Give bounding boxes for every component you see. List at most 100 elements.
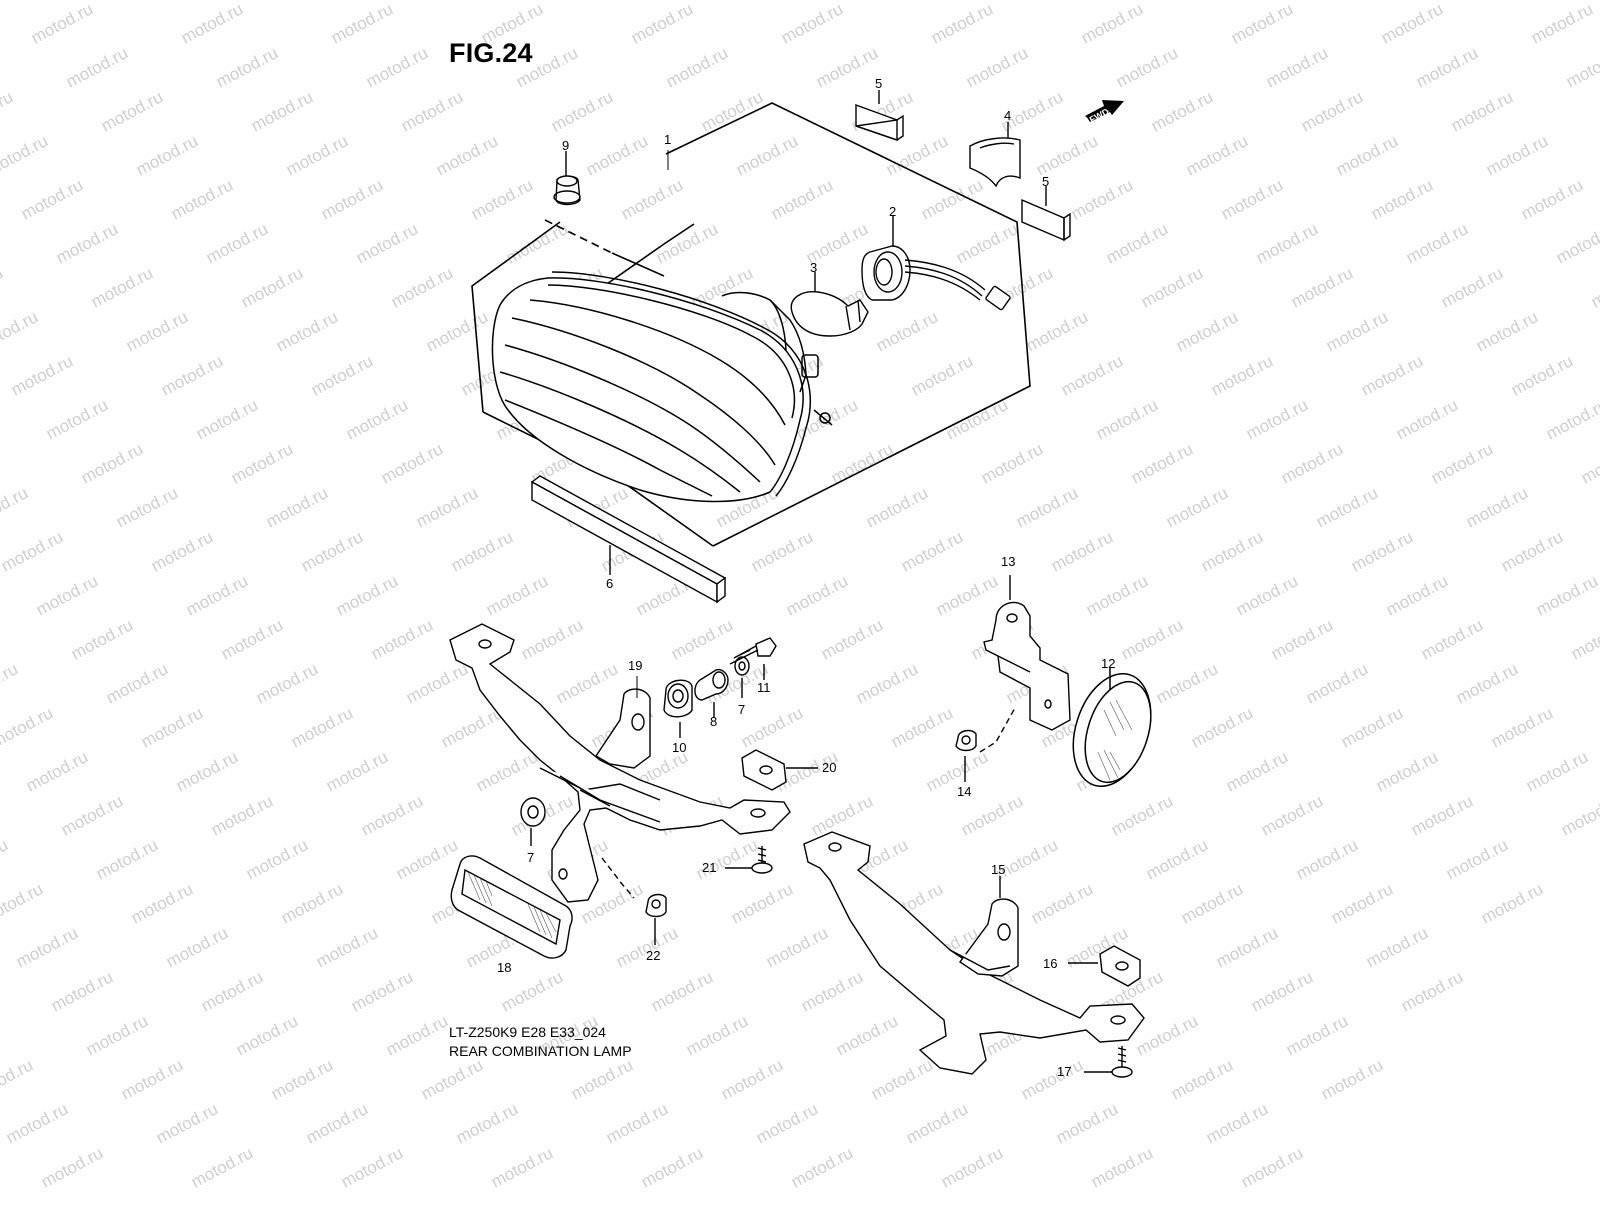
watermark-text: motod.ru: [78, 439, 146, 487]
screw-21[interactable]: [725, 846, 773, 874]
watermark-text: motod.ru: [1558, 791, 1600, 839]
screw-17[interactable]: [1084, 1046, 1133, 1078]
washer-7-upper[interactable]: [734, 656, 750, 698]
watermark-text: motod.ru: [1298, 87, 1366, 135]
watermark-text: motod.ru: [0, 263, 6, 311]
watermark-text: motod.ru: [743, 0, 811, 4]
nut-14[interactable]: [955, 705, 1017, 782]
watermark-text: motod.ru: [1143, 835, 1211, 883]
watermark-text: motod.ru: [663, 43, 731, 91]
watermark-text: motod.ru: [568, 1055, 636, 1103]
watermark-text: motod.ru: [683, 1011, 751, 1059]
watermark-text: motod.ru: [448, 527, 516, 575]
callout-19: 19: [628, 658, 642, 673]
watermark-text: motod.ru: [23, 747, 91, 795]
watermark-text: motod.ru: [1323, 307, 1391, 355]
watermark-text: motod.ru: [143, 0, 211, 4]
callout-7b: 7: [527, 850, 534, 865]
watermark-text: motod.ru: [118, 1055, 186, 1103]
watermark-text: motod.ru: [168, 175, 236, 223]
bracket-left[interactable]: [449, 623, 791, 903]
watermark-text: motod.ru: [1488, 703, 1556, 751]
clip-nut-16[interactable]: [1068, 945, 1141, 987]
tail-lamp-housing[interactable]: [491, 271, 833, 503]
figure-title: FIG.24: [449, 38, 533, 68]
watermark-text: motod.ru: [888, 703, 956, 751]
watermark-text: motod.ru: [1333, 131, 1401, 179]
nut-22[interactable]: [601, 857, 667, 945]
watermark-text: motod.ru: [418, 1055, 486, 1103]
washer-7-left[interactable]: [520, 797, 546, 846]
watermark-text: motod.ru: [768, 175, 836, 223]
watermark-text: motod.ru: [1178, 879, 1246, 927]
leader-lines: [636, 150, 669, 698]
watermark-text: motod.ru: [278, 879, 346, 927]
watermark-text: motod.ru: [1588, 263, 1600, 311]
watermark-text: motod.ru: [1213, 923, 1281, 971]
watermark-text: motod.ru: [308, 351, 376, 399]
watermark-text: motod.ru: [1218, 175, 1286, 223]
watermark-text: motod.ru: [318, 175, 386, 223]
watermark-text: motod.ru: [33, 571, 101, 619]
watermark-text: motod.ru: [1373, 747, 1441, 795]
watermark-text: motod.ru: [1443, 835, 1511, 883]
watermark-text: motod.ru: [653, 219, 721, 267]
watermark-text: motod.ru: [1018, 1055, 1086, 1103]
watermark-text: motod.ru: [128, 879, 196, 927]
reflector-12[interactable]: [1060, 664, 1164, 797]
callout-labels: 1 2 3 4 5 5 6 7 7 8 9 10 11 12 13 14 15 …: [497, 76, 1115, 1079]
watermark-text: motod.ru: [1343, 0, 1411, 4]
watermark-text: motod.ru: [1448, 87, 1516, 135]
watermark-text: motod.ru: [58, 791, 126, 839]
watermark-text: motod.ru: [173, 747, 241, 795]
watermark-text: motod.ru: [963, 43, 1031, 91]
bracket-13[interactable]: [983, 575, 1071, 731]
watermark-text: motod.ru: [1493, 0, 1561, 4]
watermark-text: motod.ru: [1058, 351, 1126, 399]
watermark-text: motod.ru: [953, 219, 1021, 267]
watermark-text: motod.ru: [68, 615, 136, 663]
watermark-text: motod.ru: [18, 175, 86, 223]
watermark-text: motod.ru: [0, 703, 56, 751]
watermark-text: motod.ru: [53, 219, 121, 267]
grommet-10[interactable]: [663, 679, 693, 738]
watermark-text: motod.ru: [1268, 615, 1336, 663]
watermark-text: motod.ru: [208, 791, 276, 839]
clip-nut-20[interactable]: [741, 749, 818, 791]
watermark-text: motod.ru: [1328, 879, 1396, 927]
watermark-text: motod.ru: [828, 439, 896, 487]
callout-11: 11: [757, 680, 771, 695]
watermark-text: motod.ru: [943, 395, 1011, 443]
callout-17: 17: [1057, 1064, 1071, 1079]
screw-11[interactable]: [729, 637, 777, 680]
watermark-text: motod.ru: [218, 615, 286, 663]
socket-wire-2[interactable]: [861, 216, 1011, 311]
watermark-text: motod.ru: [1313, 483, 1381, 531]
watermark-text: motod.ru: [1153, 659, 1221, 707]
cover-4[interactable]: [969, 122, 1021, 188]
watermark-text: motod.ru: [1093, 395, 1161, 443]
watermark-text: motod.ru: [38, 1143, 106, 1191]
grommet-9[interactable]: [553, 151, 581, 206]
watermark-text: motod.ru: [1193, 0, 1261, 4]
bracket-15[interactable]: [803, 831, 1145, 1075]
watermark-text: motod.ru: [1288, 263, 1356, 311]
watermark-text: motod.ru: [433, 131, 501, 179]
pad-5-lower[interactable]: [1021, 186, 1071, 242]
watermark-text: motod.ru: [313, 923, 381, 971]
bulb-3[interactable]: [790, 272, 869, 337]
watermark-text: motod.ru: [618, 175, 686, 223]
watermark-text: motod.ru: [343, 395, 411, 443]
watermark-text: motod.ru: [503, 219, 571, 267]
watermark-text: motod.ru: [358, 791, 426, 839]
sponge-strip-6[interactable]: [530, 475, 727, 604]
callout-12: 12: [1101, 656, 1115, 671]
watermark-text: motod.ru: [628, 0, 696, 48]
watermark-text: motod.ru: [203, 219, 271, 267]
collar-8[interactable]: [694, 668, 729, 718]
watermark-text: motod.ru: [928, 0, 996, 48]
reflector-18[interactable]: [450, 855, 573, 959]
watermark-text: motod.ru: [233, 1011, 301, 1059]
callout-21: 21: [702, 860, 716, 875]
pad-5-upper[interactable]: [855, 90, 904, 141]
